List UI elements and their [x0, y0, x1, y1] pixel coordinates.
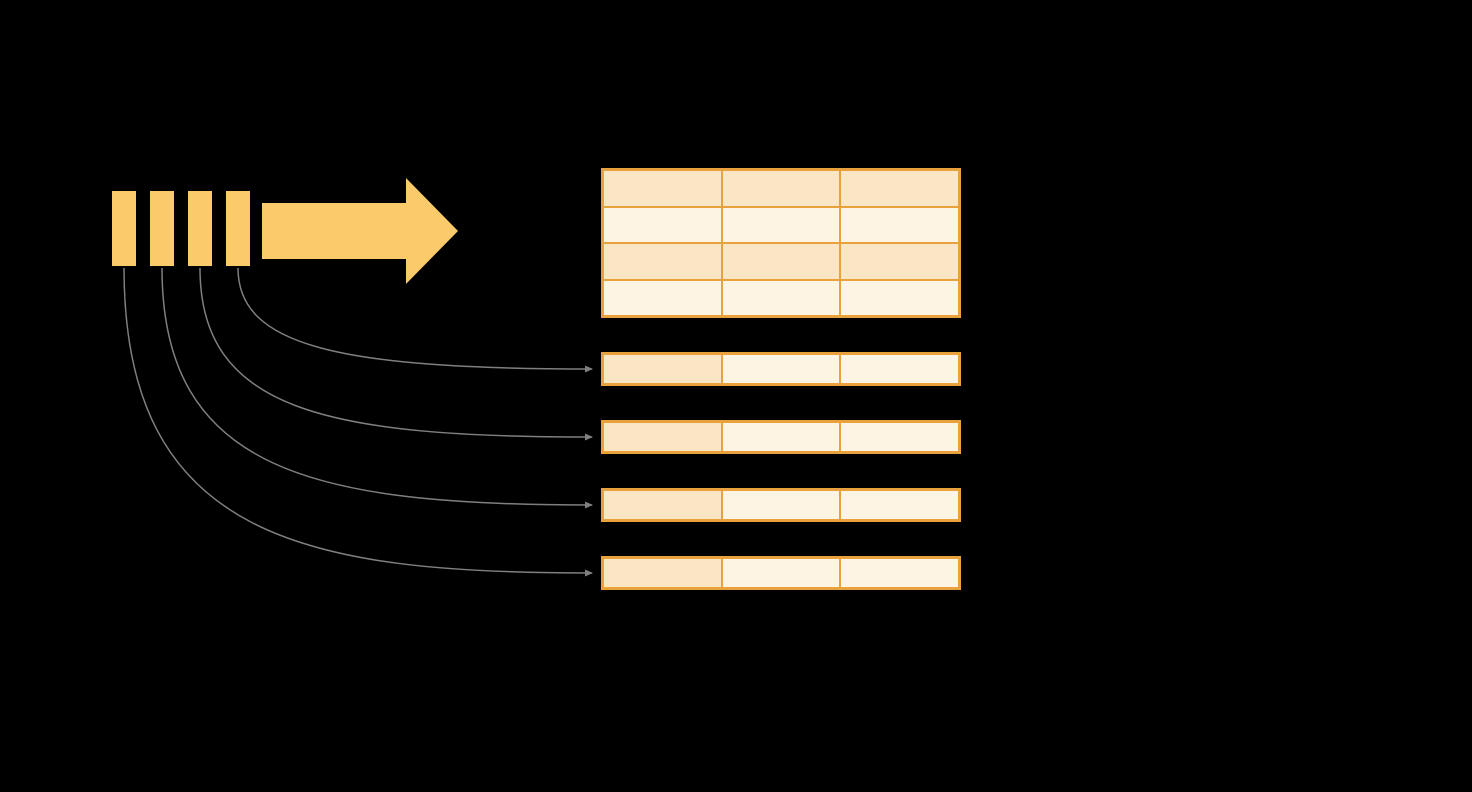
batch-table-cell — [721, 170, 841, 207]
record-row-table — [601, 420, 961, 454]
batch-table-cell — [840, 243, 959, 280]
record-row-cell — [840, 354, 959, 384]
batch-table-cell — [603, 170, 722, 207]
stream-bar — [150, 191, 174, 266]
record-row-cell — [840, 558, 959, 588]
batch-table-cell — [840, 279, 959, 316]
batch-table-cell — [721, 243, 841, 280]
stream-bar-group — [112, 191, 252, 266]
batch-table-cell — [721, 279, 841, 316]
flow-arrow-shape — [262, 178, 458, 284]
record-row-table — [601, 488, 961, 522]
record-row-cell — [721, 558, 841, 588]
record-row-cell — [603, 354, 722, 384]
batch-table-cell — [840, 206, 959, 243]
record-row-cell — [603, 558, 722, 588]
connector-arrow-4 — [123, 267, 593, 577]
record-row-table — [601, 352, 961, 386]
record-row-cell — [840, 422, 959, 452]
record-row-cell — [603, 490, 722, 520]
connector-arrow-2 — [199, 267, 593, 441]
connector-arrow-1 — [237, 267, 593, 373]
batch-table-cell — [603, 243, 722, 280]
record-row-cell — [721, 422, 841, 452]
batch-table-cell — [603, 279, 722, 316]
batch-table-cell — [603, 206, 722, 243]
record-row-table — [601, 556, 961, 590]
batch-table — [601, 168, 961, 318]
record-row-cell — [840, 490, 959, 520]
stream-bar — [188, 191, 212, 266]
batch-table-cell — [840, 170, 959, 207]
record-row-cell — [721, 490, 841, 520]
stream-bar — [112, 191, 136, 266]
batch-table-cell — [721, 206, 841, 243]
record-row-cell — [721, 354, 841, 384]
connector-arrow-3 — [161, 267, 593, 509]
record-row-cell — [603, 422, 722, 452]
stream-bar — [226, 191, 250, 266]
